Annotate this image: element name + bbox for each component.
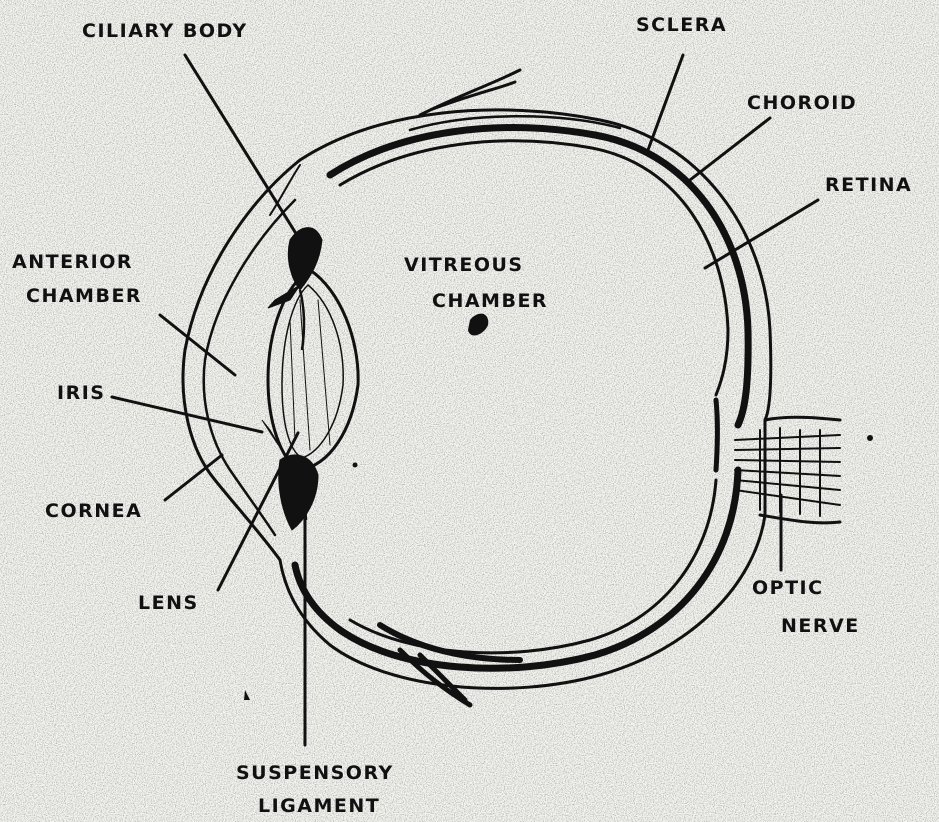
label-vitreous-chamber-line1: VITREOUS [404, 254, 524, 276]
label-ciliary-body: CILIARY BODY [82, 20, 248, 42]
label-suspensory-ligament-line2: LIGAMENT [258, 795, 380, 817]
label-vitreous-chamber-line2: CHAMBER [432, 290, 548, 312]
label-iris: IRIS [57, 382, 105, 404]
label-lens: LENS [138, 592, 199, 614]
label-suspensory-ligament-line1: SUSPENSORY [236, 762, 394, 784]
label-anterior-chamber-line1: ANTERIOR [12, 251, 133, 273]
label-cornea: CORNEA [45, 500, 142, 522]
label-sclera: SCLERA [636, 14, 727, 36]
label-optic-nerve-line2: NERVE [781, 615, 860, 637]
label-retina: RETINA [825, 174, 912, 196]
label-anterior-chamber-line2: CHAMBER [26, 285, 142, 307]
label-optic-nerve-line1: OPTIC [752, 577, 824, 599]
label-choroid: CHOROID [747, 92, 857, 114]
optic-disc [716, 400, 718, 470]
